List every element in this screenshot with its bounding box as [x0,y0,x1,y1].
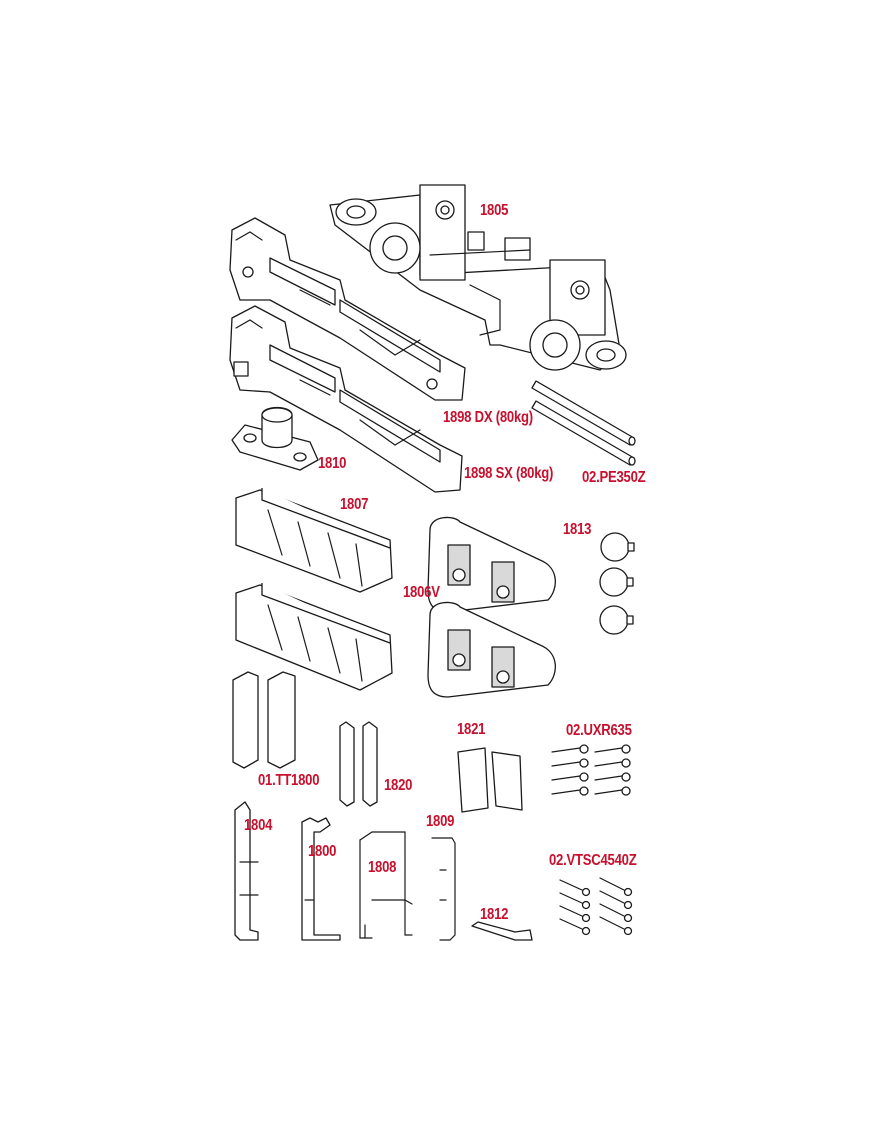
part-1800-profile [301,817,341,941]
label-1812: 1812 [480,906,509,923]
label-1820: 1820 [384,777,413,794]
label-1813: 1813 [563,521,592,538]
part-1806v-carriages [427,516,556,698]
part-1804-profile [234,801,259,941]
part-1812-key [471,921,533,941]
part-1805-trolley [329,184,627,371]
label-1807: 1807 [340,496,369,513]
label-vtsc4540z: 02.VTSC4540Z [549,852,637,869]
part-1898-dx-runner [229,217,466,401]
label-1804: 1804 [244,817,273,834]
part-1813-buffers [599,532,635,635]
label-1806v: 1806V [403,584,440,601]
part-1809-profile [431,837,456,941]
label-1821: 1821 [457,721,486,738]
part-vtsc4540z-screws [559,877,633,936]
label-1805: 1805 [480,202,509,219]
part-uxr635-screws [551,744,631,796]
part-pe350z-rods [531,380,636,466]
label-1810: 1810 [318,455,347,472]
label-tt1800: 01.TT1800 [258,772,320,789]
label-1898-dx: 1898 DX (80kg) [443,409,533,426]
label-uxr635: 02.UXR635 [566,722,632,739]
label-1898-sx: 1898 SX (80kg) [464,465,554,482]
part-1898-sx-runner [229,305,463,493]
label-1808: 1808 [368,859,397,876]
part-1820-profiles [339,721,378,807]
part-1808-profile [359,831,413,939]
part-tt1800-caps [232,671,296,769]
label-pe350z: 02.PE350Z [582,469,646,486]
part-1807-clamps [235,488,393,691]
part-1810-guide [231,406,319,471]
label-1809: 1809 [426,813,455,830]
label-1800: 1800 [308,843,337,860]
part-1821-caps [457,747,523,813]
